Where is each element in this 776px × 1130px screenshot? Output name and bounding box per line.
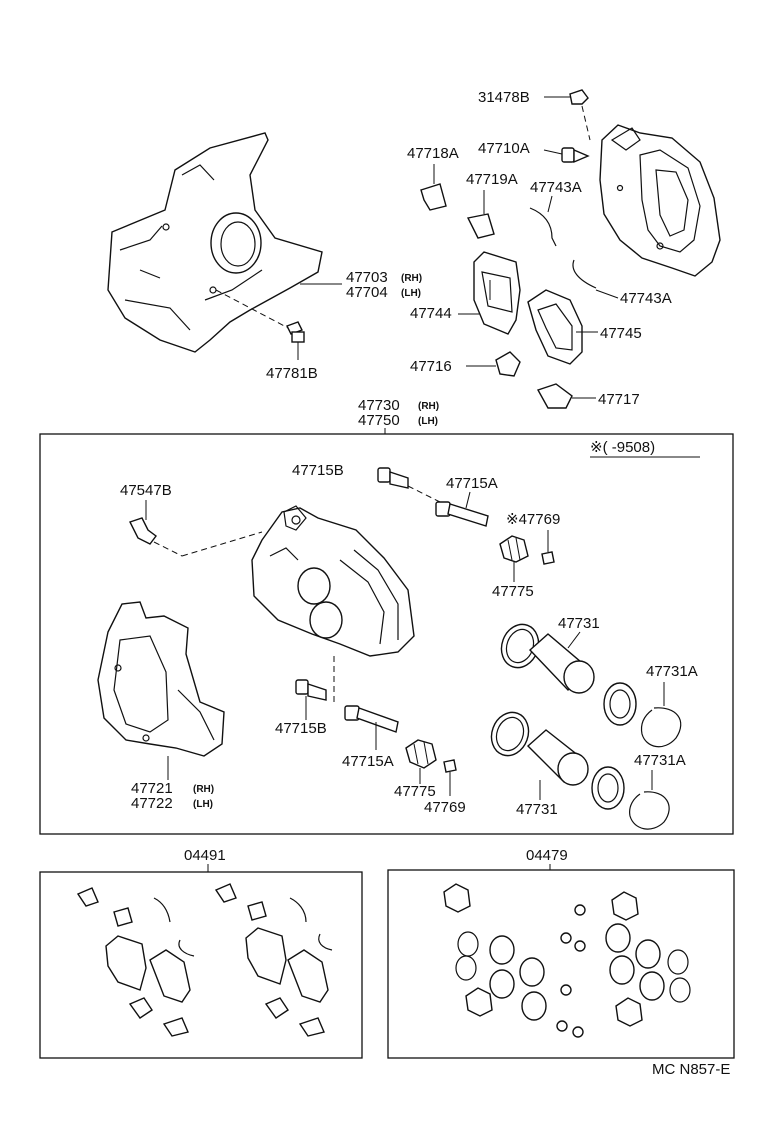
label-47781B: 47781B [266, 365, 318, 382]
bolt-47781B-illustration [286, 321, 305, 360]
ring-47731A-upper-illustration [640, 707, 682, 748]
shim-47719A-illustration [466, 213, 495, 239]
label-47730: 47730 [358, 397, 400, 414]
label-47715A-lower: 47715A [342, 753, 394, 770]
pad-kit-box-04491 [39, 871, 363, 1059]
pad-kit-contents-illustration [76, 883, 333, 1037]
caliper-assembly-box [39, 433, 734, 835]
label-47719A: 47719A [466, 171, 518, 188]
label-47704: 47704 [346, 284, 388, 301]
cap-47769-upper-illustration [541, 551, 555, 565]
label-47731A-lower: 47731A [634, 752, 686, 769]
spring-47743A-lower-illustration [572, 259, 597, 289]
bolt-47715B-lower-illustration [295, 679, 327, 701]
mounting-bracket-illustration [97, 601, 225, 757]
shim-47718A-illustration [420, 183, 447, 211]
label-rh-47703: (RH) [401, 273, 422, 284]
cap-47769-lower-illustration [443, 759, 457, 773]
label-47775-lower: 47775 [394, 783, 436, 800]
boot-47775-lower-illustration [405, 739, 437, 769]
label-04491: 04491 [184, 847, 226, 864]
piston-47731-lower-illustration [526, 729, 589, 786]
label-lh-47722: (LH) [193, 799, 213, 810]
boot-seal-lower-illustration [591, 766, 625, 810]
label-47722: 47722 [131, 795, 173, 812]
label-47743A-lower: 47743A [620, 290, 672, 307]
label-47743A-upper: 47743A [530, 179, 582, 196]
label-47769-lower: 47769 [424, 799, 466, 816]
seal-kit-box-04479 [387, 869, 735, 1059]
dashed-leader [215, 289, 293, 331]
clip-47717-illustration [536, 383, 573, 409]
label-31478B: 31478B [478, 89, 530, 106]
note-date-range: ※( -9508) [590, 439, 655, 456]
label-04479: 04479 [526, 847, 568, 864]
label-47731-upper: 47731 [558, 615, 600, 632]
seal-lower-left-illustration [490, 711, 530, 757]
label-47718A: 47718A [407, 145, 459, 162]
label-47717: 47717 [598, 391, 640, 408]
bleeder-cap-31478B-illustration [569, 89, 589, 105]
label-47547B: 47547B [120, 482, 172, 499]
diagram-code: MC N857-E [652, 1061, 730, 1078]
bleeder-47547B-illustration [129, 517, 157, 545]
label-47710A: 47710A [478, 140, 530, 157]
boot-47775-upper-illustration [499, 535, 529, 563]
label-47715B-upper: 47715B [292, 462, 344, 479]
label-47721: 47721 [131, 780, 173, 797]
brake-pad-47745-illustration [527, 289, 583, 365]
label-47715A-upper: 47715A [446, 475, 498, 492]
caliper-assembly-top-illustration [599, 124, 721, 277]
label-47750: 47750 [358, 412, 400, 429]
brake-pad-47744-illustration [473, 251, 521, 335]
label-47769-upper: ※47769 [506, 511, 560, 528]
spring-47743A-upper-illustration [529, 207, 557, 247]
boot-seal-upper-illustration [603, 682, 637, 726]
label-47715B-lower: 47715B [275, 720, 327, 737]
label-lh-47750: (LH) [418, 416, 438, 427]
dust-cover-illustration [107, 132, 323, 353]
label-47716: 47716 [410, 358, 452, 375]
bleeder-plug-47710A-illustration [561, 147, 590, 164]
clip-47716-illustration [495, 351, 521, 377]
label-47744: 47744 [410, 305, 452, 322]
label-lh-47704: (LH) [401, 288, 421, 299]
label-47731-lower: 47731 [516, 801, 558, 818]
bolt-47715B-upper-illustration [377, 467, 409, 489]
ring-47731A-lower-illustration [629, 791, 670, 830]
label-47775-upper: 47775 [492, 583, 534, 600]
label-rh-47730: (RH) [418, 401, 439, 412]
label-47731A-upper: 47731A [646, 663, 698, 680]
caliper-housing-illustration [251, 505, 415, 657]
seal-kit-contents-illustration [443, 883, 691, 1038]
label-rh-47721: (RH) [193, 784, 214, 795]
label-47745: 47745 [600, 325, 642, 342]
piston-47731-upper-illustration [528, 633, 595, 694]
label-47703: 47703 [346, 269, 388, 286]
pin-47715A-lower-illustration [344, 705, 399, 733]
pin-47715A-upper-illustration [435, 501, 489, 527]
